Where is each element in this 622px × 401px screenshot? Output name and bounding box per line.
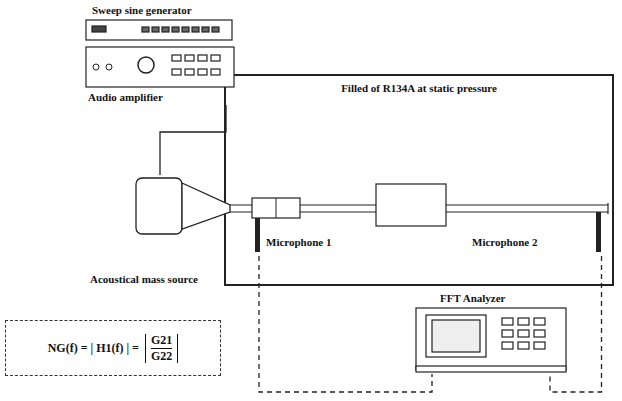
device-part bbox=[416, 308, 566, 370]
microphone-1-rod bbox=[255, 218, 260, 252]
device-part bbox=[172, 69, 181, 75]
node-label: FFT Analyzer bbox=[440, 292, 505, 305]
device-part bbox=[172, 55, 181, 61]
fraction: G21G22 bbox=[145, 334, 178, 363]
node-label: Sweep sine generator bbox=[92, 4, 192, 17]
device-part bbox=[192, 27, 199, 32]
device-part bbox=[534, 330, 545, 337]
device-part bbox=[211, 69, 220, 75]
device-part bbox=[518, 318, 529, 325]
signal-generator: Sweep sine generator bbox=[84, 2, 236, 42]
device-part bbox=[502, 330, 513, 337]
device-drawing bbox=[84, 175, 234, 287]
device-part bbox=[502, 342, 513, 349]
middle-housing bbox=[376, 184, 446, 226]
formula-term: G22 bbox=[151, 350, 172, 363]
node-label: Acoustical mass source bbox=[90, 273, 198, 286]
device-part bbox=[142, 27, 149, 32]
device-part bbox=[212, 27, 219, 32]
device-part bbox=[152, 27, 159, 32]
formula-text: NG(f) = | H1(f) | = bbox=[48, 342, 139, 355]
device-part bbox=[202, 27, 209, 32]
device-part bbox=[182, 183, 230, 229]
device-part bbox=[198, 69, 207, 75]
formula-term: G21 bbox=[151, 334, 172, 347]
audio-amplifier: Audio amplifier bbox=[84, 45, 236, 105]
fraction-bar bbox=[151, 348, 172, 349]
device-part bbox=[534, 318, 545, 325]
device-part bbox=[518, 330, 529, 337]
device-part bbox=[198, 55, 207, 61]
microphone-2-rod bbox=[596, 212, 601, 252]
node-label: Filled of R134A at static pressure bbox=[226, 82, 612, 95]
microphone-fitting bbox=[252, 198, 300, 218]
device-part bbox=[518, 342, 529, 349]
microphone-cable bbox=[259, 256, 432, 392]
device-part bbox=[93, 64, 99, 70]
device-part bbox=[211, 55, 220, 61]
device-part bbox=[416, 366, 566, 372]
device-part bbox=[185, 69, 194, 75]
device-part bbox=[136, 178, 182, 234]
device-part bbox=[534, 342, 545, 349]
device-part bbox=[162, 27, 169, 32]
device-part bbox=[86, 20, 232, 40]
acoustical-mass-source: Acoustical mass source bbox=[84, 175, 234, 287]
device-part bbox=[426, 315, 486, 357]
device-part bbox=[106, 64, 112, 70]
microphone-label: Microphone 1 bbox=[252, 228, 362, 256]
device-part bbox=[185, 55, 194, 61]
formula-box: NG(f) = | H1(f) | =G21G22 bbox=[5, 320, 221, 376]
device-part bbox=[172, 27, 179, 32]
fft-analyzer: FFT Analyzer bbox=[402, 288, 580, 374]
device-part bbox=[138, 57, 154, 73]
node-label: Microphone 2 bbox=[472, 236, 538, 249]
pressure-enclosure: Filled of R134A at static pressureMicrop… bbox=[224, 74, 614, 286]
device-part bbox=[432, 320, 480, 352]
device-part bbox=[502, 318, 513, 325]
signal-cable bbox=[160, 105, 226, 175]
device-part bbox=[86, 47, 234, 87]
device-part bbox=[92, 26, 106, 32]
device-part bbox=[182, 27, 189, 32]
microphone-label: Microphone 2 bbox=[468, 228, 606, 256]
node-label: Microphone 1 bbox=[266, 236, 332, 249]
node-label: Audio amplifier bbox=[88, 91, 163, 104]
